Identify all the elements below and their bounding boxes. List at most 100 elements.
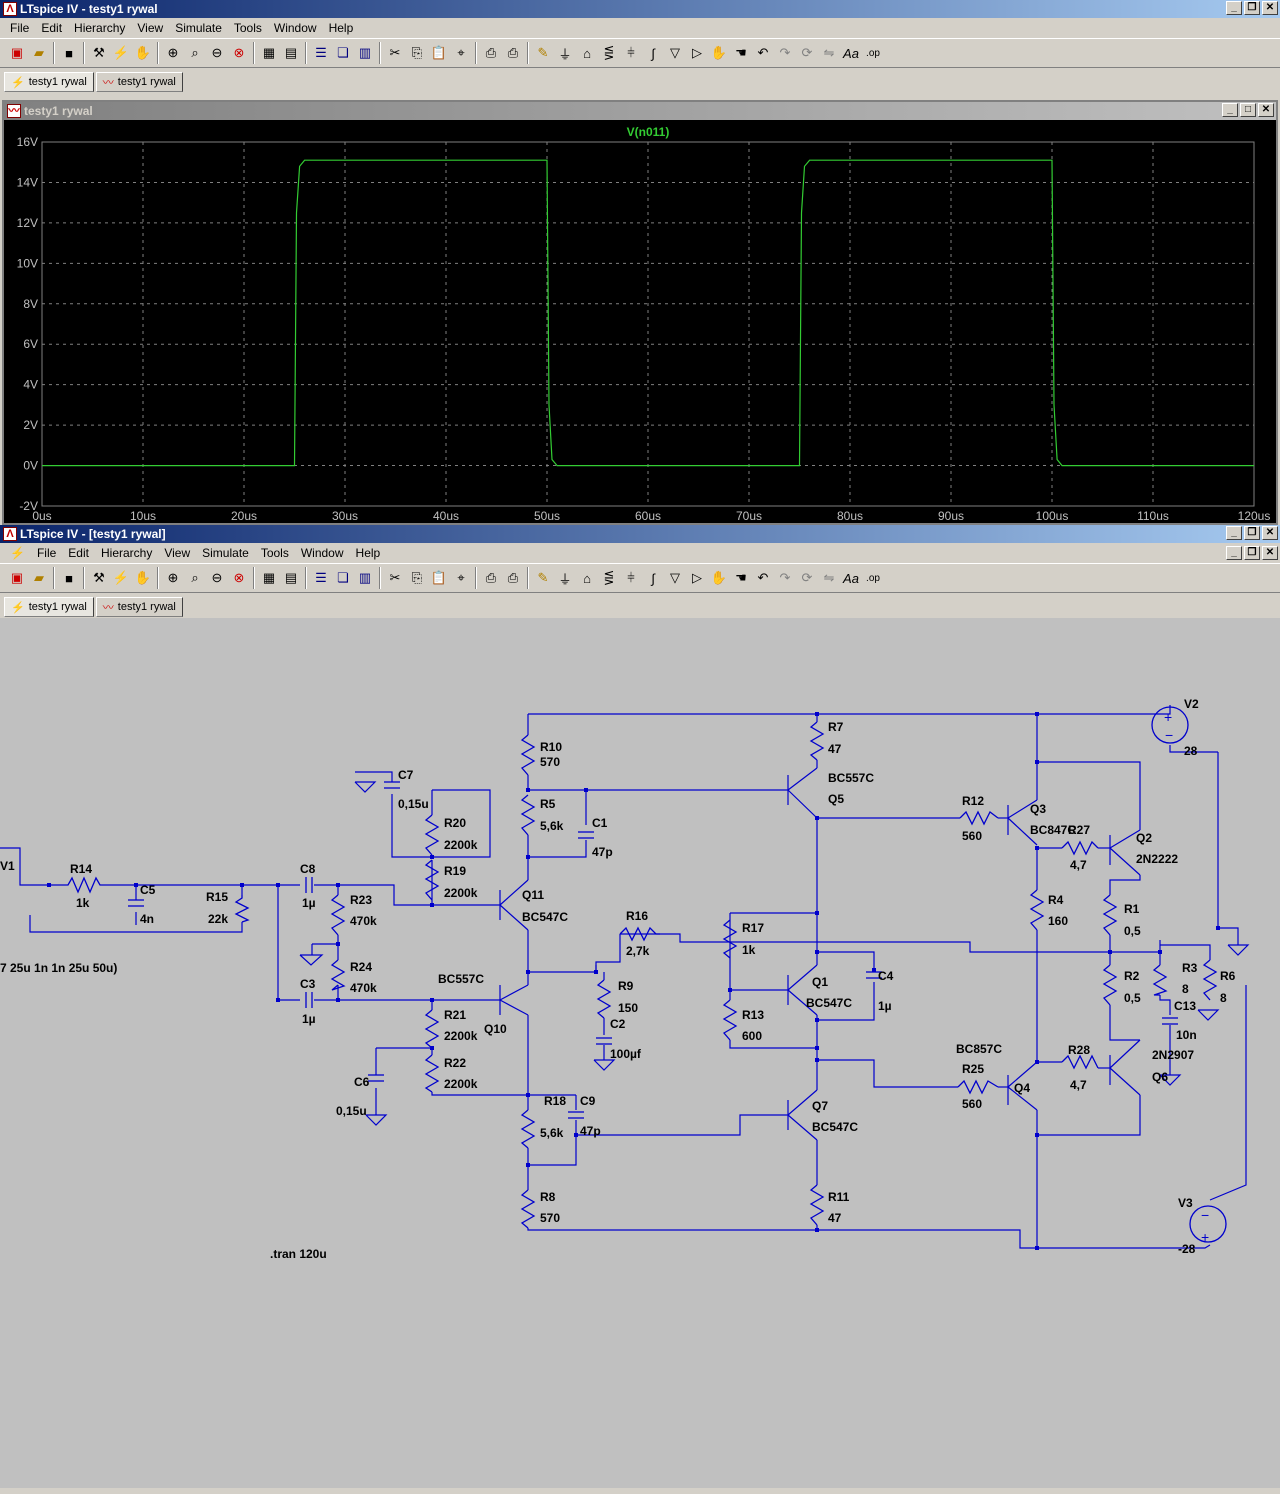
- label-r19[interactable]: R19: [444, 864, 466, 878]
- resistor-icon[interactable]: ⋚: [603, 45, 615, 60]
- value-r18[interactable]: 5,6k: [540, 1126, 564, 1140]
- label-r11[interactable]: R11: [828, 1190, 850, 1204]
- label-r2[interactable]: R2: [1124, 969, 1140, 983]
- label-r25[interactable]: R25: [962, 1062, 984, 1076]
- model-q1[interactable]: BC547C: [806, 996, 852, 1010]
- label-q10[interactable]: Q10: [484, 1022, 507, 1036]
- minimize-button[interactable]: _: [1226, 1, 1242, 15]
- value-r2[interactable]: 0,5: [1124, 991, 1141, 1005]
- paste-icon-2[interactable]: 📋: [430, 570, 448, 585]
- copy-icon[interactable]: ⎘: [411, 45, 423, 60]
- close-button-2[interactable]: ✕: [1262, 526, 1278, 540]
- trace-label[interactable]: V(n011): [627, 125, 670, 139]
- label-q2[interactable]: Q2: [1136, 831, 1152, 845]
- value-r9[interactable]: 150: [618, 1001, 638, 1015]
- cascade-icon-2[interactable]: ❏: [337, 570, 349, 585]
- save-icon[interactable]: ■: [65, 45, 73, 61]
- label-r3[interactable]: R3: [1182, 961, 1198, 975]
- label-q5[interactable]: Q5: [828, 792, 844, 806]
- label-net-icon[interactable]: ⌂: [583, 45, 591, 61]
- value-r3[interactable]: 8: [1182, 982, 1189, 996]
- menu-simulate-2[interactable]: Simulate: [202, 546, 249, 560]
- model-q7[interactable]: BC547C: [812, 1120, 858, 1134]
- value-r11[interactable]: 47: [828, 1211, 842, 1225]
- value-r14[interactable]: 1k: [76, 896, 90, 910]
- menu-tools[interactable]: Tools: [233, 21, 262, 35]
- menu-file-2[interactable]: File: [36, 546, 57, 560]
- tile-horizontal-icon[interactable]: ☰: [315, 45, 327, 60]
- label-v1[interactable]: V1: [0, 859, 15, 873]
- restore-button[interactable]: ❐: [1244, 1, 1260, 15]
- plot-maximize-button[interactable]: □: [1240, 103, 1256, 117]
- restore-button-2[interactable]: ❐: [1244, 526, 1260, 540]
- label-c7[interactable]: C7: [398, 768, 414, 782]
- value-r10[interactable]: 570: [540, 755, 560, 769]
- value-r12[interactable]: 560: [962, 829, 982, 843]
- label-c4[interactable]: C4: [878, 969, 894, 983]
- menu-help-2[interactable]: Help: [355, 546, 381, 560]
- label-r27[interactable]: R27: [1068, 823, 1090, 837]
- value-r21[interactable]: 2200k: [444, 1029, 478, 1043]
- pan-icon-2[interactable]: ✋: [134, 570, 152, 585]
- rotate-icon-2[interactable]: ⟳: [801, 570, 813, 585]
- value-c3[interactable]: 1µ: [302, 1012, 316, 1026]
- label-v1-pulse[interactable]: 7 25u 1n 1n 25u 50u): [0, 961, 117, 975]
- control-panel-icon-2[interactable]: ⚒: [93, 570, 105, 585]
- label-r28[interactable]: R28: [1068, 1043, 1090, 1057]
- value-r25[interactable]: 560: [962, 1097, 982, 1111]
- schematic-canvas[interactable]: + − − +: [0, 618, 1280, 1488]
- run-icon-2[interactable]: ⚡: [112, 570, 130, 585]
- control-panel-icon[interactable]: ⚒: [93, 45, 105, 60]
- child-minimize-button[interactable]: _: [1226, 546, 1242, 560]
- value-r23[interactable]: 470k: [350, 914, 377, 928]
- tile-horizontal-icon-2[interactable]: ☰: [315, 570, 327, 585]
- label-r20[interactable]: R20: [444, 816, 466, 830]
- menu-view-2[interactable]: View: [164, 546, 191, 560]
- grid-icon[interactable]: ▤: [284, 45, 298, 60]
- autorange-icon-2[interactable]: ▦: [262, 570, 276, 585]
- menu-window-2[interactable]: Window: [300, 546, 344, 560]
- label-q3[interactable]: Q3: [1030, 802, 1046, 816]
- value-r6[interactable]: 8: [1220, 991, 1227, 1005]
- label-c5[interactable]: C5: [140, 883, 156, 897]
- minimize-button-2[interactable]: _: [1226, 526, 1242, 540]
- value-r20[interactable]: 2200k: [444, 838, 478, 852]
- label-r8[interactable]: R8: [540, 1190, 556, 1204]
- drag-icon[interactable]: ☚: [735, 45, 747, 60]
- label-q6[interactable]: Q6: [1152, 1070, 1168, 1084]
- save-icon-2[interactable]: ■: [65, 570, 73, 586]
- ground-icon-2[interactable]: ⏚: [558, 571, 572, 587]
- label-c6[interactable]: C6: [354, 1075, 370, 1089]
- mirror-icon-2[interactable]: ⇋: [823, 570, 835, 585]
- value-r17[interactable]: 1k: [742, 943, 756, 957]
- zoom-area-icon-2[interactable]: ⌕: [191, 570, 199, 585]
- label-v2[interactable]: V2: [1184, 697, 1199, 711]
- drag-icon-2[interactable]: ☚: [735, 570, 747, 585]
- print-icon-2[interactable]: ⎙: [507, 570, 519, 585]
- zoom-fit-icon-2[interactable]: ⊗: [233, 570, 245, 585]
- label-r5[interactable]: R5: [540, 797, 556, 811]
- label-c2[interactable]: C2: [610, 1017, 626, 1031]
- tab-waveform[interactable]: 〰 testy1 rywal: [95, 72, 183, 92]
- child-close-button[interactable]: ✕: [1262, 546, 1278, 560]
- move-icon[interactable]: ✋: [710, 45, 728, 60]
- rotate-icon[interactable]: ⟳: [801, 45, 813, 60]
- value-r27[interactable]: 4,7: [1070, 858, 1087, 872]
- value-c9[interactable]: 47p: [580, 1124, 601, 1138]
- menu-view[interactable]: View: [137, 21, 164, 35]
- label-q1[interactable]: Q1: [812, 975, 828, 989]
- value-c4[interactable]: 1µ: [878, 999, 892, 1013]
- zoom-in-icon-2[interactable]: ⊕: [167, 570, 179, 585]
- spice-directive-icon[interactable]: .op: [866, 47, 880, 59]
- label-r9[interactable]: R9: [618, 979, 634, 993]
- menu-tools-2[interactable]: Tools: [260, 546, 289, 560]
- top-title-bar[interactable]: Λ LTspice IV - testy1 rywal _ ❐ ✕: [0, 0, 1280, 18]
- value-c5[interactable]: 4n: [140, 912, 154, 926]
- label-c13[interactable]: C13: [1174, 999, 1196, 1013]
- close-button[interactable]: ✕: [1262, 1, 1278, 15]
- draw-wire-icon-2[interactable]: ✎: [537, 570, 549, 585]
- tab-schematic-2[interactable]: ⚡ testy1 rywal: [4, 597, 94, 617]
- component-icon[interactable]: ▷: [692, 45, 702, 60]
- undo-icon[interactable]: ↶: [757, 45, 769, 60]
- draw-wire-icon[interactable]: ✎: [537, 45, 549, 60]
